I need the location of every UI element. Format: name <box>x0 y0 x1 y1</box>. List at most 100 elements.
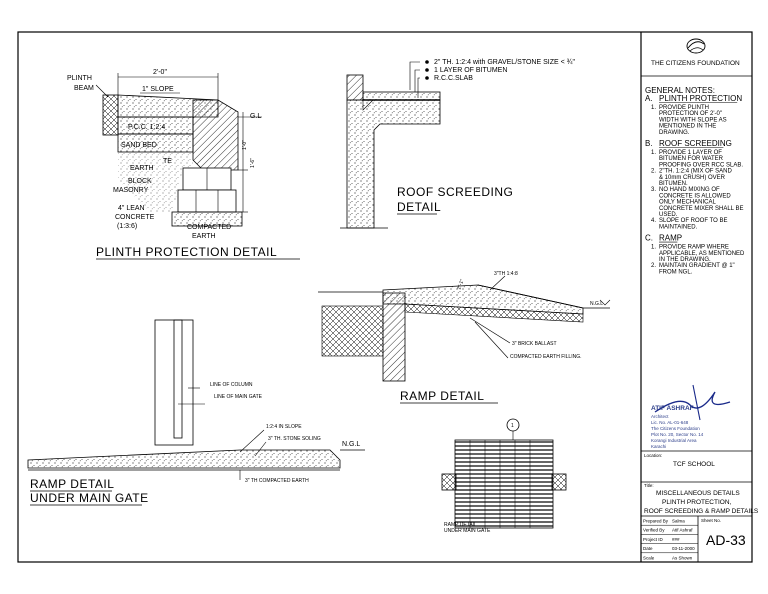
general-notes-heading: GENERAL NOTES: <box>645 86 715 95</box>
note-item-text: PROVIDE 1 LAYER OF <box>659 150 722 156</box>
lean-concrete <box>171 211 243 227</box>
parapet-wall <box>346 74 364 101</box>
plinth-protection-detail: PLINTH BEAM 2'-0" 1" SLOPE P.C.C. 1:2:4 … <box>67 69 300 260</box>
ramp-floor-fill <box>321 305 384 357</box>
note-item-text: BITUMEN. <box>659 181 688 187</box>
stamp-line-3: The Citizens Foundation <box>651 426 700 431</box>
ramp-label-ballast: 3" BRICK BALLAST <box>512 341 557 347</box>
note-item-text: USED. <box>659 212 678 218</box>
note-item-text: IN THE DRAWING. <box>659 257 711 263</box>
gate-label-gate: LINE OF MAIN GATE <box>214 394 263 400</box>
gate-label-column: LINE OF COLUMN <box>210 382 253 388</box>
ramp-ballast <box>404 303 584 323</box>
notes-section-heading: ROOF SCREEDING <box>659 139 732 148</box>
label-lean: 4" LEAN <box>118 205 145 212</box>
gate-title-2: UNDER MAIN GATE <box>30 491 149 505</box>
label-gl: G.L <box>250 113 261 120</box>
info-row-value: 03-11-2000 <box>672 546 695 551</box>
plan-caption-1: RAMP DETAIL <box>444 522 477 528</box>
label-earth2: EARTH <box>192 233 216 240</box>
note-item-number: 1. <box>651 150 656 156</box>
label-mix: (1:3:6) <box>117 223 137 230</box>
gate-title-1: RAMP DETAIL <box>30 477 114 491</box>
gate-label-compacted: 3" TH COMPACTED EARTH <box>245 478 309 484</box>
label-block: BLOCK <box>128 178 152 185</box>
notes-section-letter: A. <box>645 94 653 103</box>
screed-layer <box>362 91 441 101</box>
location-value: TCF SCHOOL <box>673 461 715 468</box>
gate-line <box>173 319 183 439</box>
signature-icon <box>654 391 731 413</box>
note-item-text: MAINTAIN GRADIENT @ 1" <box>659 263 735 269</box>
notes-section-heading: PLINTH PROTECTION <box>659 94 742 103</box>
note-item-text: SLOPE OF ROOF TO BE <box>659 218 727 224</box>
plan-post-right <box>551 473 567 491</box>
note-item-number: 2. <box>651 263 656 269</box>
stamp-name: ATIF ASHRAF <box>651 405 694 412</box>
label-te: TE <box>163 158 172 165</box>
roof-screeding-detail: 2" TH. 1:2:4 with GRAVEL/STONE SIZE < ¾"… <box>340 59 575 229</box>
sheet-label: Sheet No. <box>701 518 721 523</box>
ramp-label-compacted: COMPACTED EARTH FILLING. <box>510 354 582 360</box>
architect-stamp: ATIF ASHRAF Architect Lic. No. AL-01-648… <box>651 384 731 449</box>
title-label: Title: <box>644 483 654 488</box>
info-row-value: Atif Ashraf <box>672 528 693 533</box>
info-row-label: Prepared By <box>643 519 669 524</box>
info-row-label: Scale <box>643 555 655 560</box>
note-item-text: DRAWING. <box>659 130 690 136</box>
note-item-text: CONCRETE MIXER SHALL BE <box>659 206 743 212</box>
wall-hatch <box>192 99 239 171</box>
dim-1ft: 1'-0" <box>242 140 248 150</box>
label-plinth: PLINTH <box>67 75 92 82</box>
note-item-text: WIDTH WITH SLOPE AS <box>659 117 727 123</box>
label-compacted: COMPACTED <box>187 224 231 231</box>
note-item-number: 1. <box>651 245 656 251</box>
org-name: THE CITIZENS FOUNDATION <box>651 60 740 67</box>
note-item-number: 3. <box>651 187 656 193</box>
label-pcc: P.C.C. 1:2:4 <box>128 124 165 131</box>
note-item-number: 4. <box>651 218 656 224</box>
note-item-text: & 10mm CRUSH) OVER <box>659 175 726 181</box>
ramp-plan: 1 RAMP DETAIL UNDER MAIN GATE <box>441 418 567 534</box>
stamp-line-6: Karachi <box>651 444 666 449</box>
note-item-text: 2"TH. 1:2:4 (MIX OF SAND <box>659 169 732 175</box>
note-item-text: BITUMEN FOR WATER <box>659 156 724 162</box>
roof-bullet-3: R.C.C.SLAB <box>434 75 473 82</box>
ramp-under-gate-detail: LINE OF COLUMN LINE OF MAIN GATE 1:2:4 I… <box>27 319 365 506</box>
stamp-line-1: Architect <box>651 414 669 419</box>
title-block: THE CITIZENS FOUNDATION GENERAL NOTES: A… <box>641 38 759 563</box>
plinth-beam <box>102 94 119 136</box>
location-label: Location: <box>644 453 662 458</box>
note-item-text: CONCRETE IS ALLOWED <box>659 193 731 199</box>
roof-bullet-2: 1 LAYER OF BITUMEN <box>434 67 507 74</box>
plan-grate <box>454 439 554 529</box>
note-item-text: NO HAND MIXING OF <box>659 187 720 193</box>
info-row-label: Project ID <box>643 537 664 542</box>
ramp-wall <box>382 292 406 382</box>
note-item-text: PROTECTION OF 2'-0" <box>659 111 722 117</box>
tcf-logo-icon <box>686 38 706 54</box>
note-item-text: PROVIDE RAMP WHERE <box>659 245 729 251</box>
stamp-line-5: Korangi Industrial Area <box>651 438 697 443</box>
note-item-text: MAINTAINED. <box>659 224 698 230</box>
title-line-1: MISCELLANEOUS DETAILS <box>656 490 740 497</box>
label-earth: EARTH <box>130 165 154 172</box>
label-slope: 1" SLOPE <box>142 86 174 93</box>
info-row-label: Verified By <box>643 528 665 533</box>
notes-section-heading: RAMP <box>659 234 682 243</box>
note-item-number: 2. <box>651 169 656 175</box>
gate-label-slope: 1:2:4 IN SLOPE <box>266 424 302 430</box>
roof-bullet-1: 2" TH. 1:2:4 with GRAVEL/STONE SIZE < ¾" <box>434 59 575 66</box>
note-item-text: ONLY MECHANICAL <box>659 200 716 206</box>
plan-post-left <box>441 473 457 491</box>
dim-width: 2'-0" <box>153 69 167 76</box>
note-item-text: APPLICABLE, AS MENTIONED <box>659 251 745 257</box>
gate-label-soling: 3" TH. STONE SOLING <box>268 436 321 442</box>
plan-caption-2: UNDER MAIN GATE <box>444 528 491 534</box>
info-row-label: Date <box>643 546 653 551</box>
label-sand: SAND BED <box>121 142 157 149</box>
notes-section-letter: C. <box>645 234 653 243</box>
ramp-detail: 3"TH 1:4:8 1"-1" N.G.L 3" BRICK BALLAST … <box>318 271 611 404</box>
